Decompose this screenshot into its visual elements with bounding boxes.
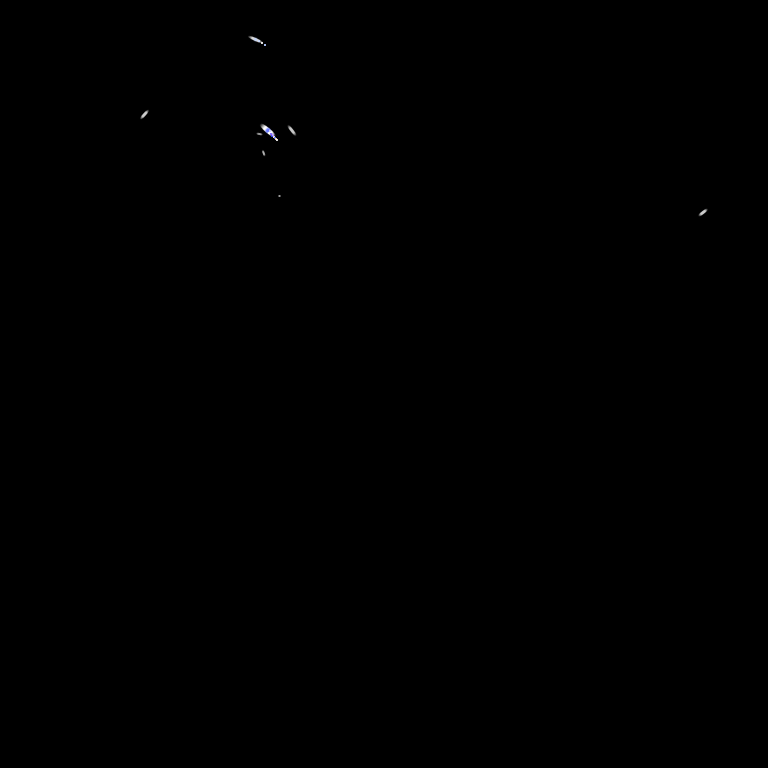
- chromatic-pixel: [258, 40, 260, 42]
- chromatic-pixel: [275, 138, 277, 140]
- chromatic-pixel: [274, 137, 276, 139]
- source-streak: [277, 194, 281, 198]
- chromatic-pixel: [276, 139, 278, 141]
- chromatic-pixel: [270, 133, 272, 135]
- chromatic-pixel: [271, 135, 273, 137]
- point-source: [277, 194, 281, 198]
- chromatic-pixel: [273, 136, 275, 138]
- chromatic-pixel: [272, 134, 274, 136]
- chromatic-pixel: [261, 42, 263, 44]
- chromatic-pixel: [269, 130, 271, 132]
- chromatic-pixel: [264, 44, 266, 46]
- chromatic-pixel: [268, 132, 270, 134]
